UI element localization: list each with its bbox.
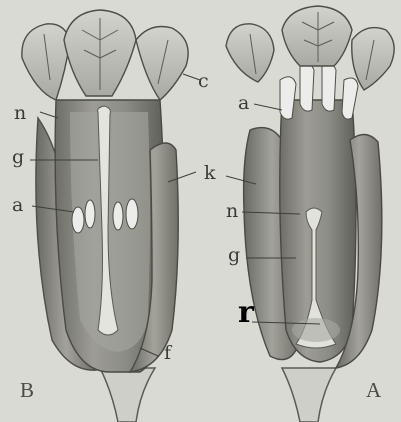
label-a-g: g bbox=[228, 246, 240, 265]
label-b-a: a bbox=[12, 196, 23, 215]
label-b-f: f bbox=[164, 344, 171, 363]
panel-label-b: B bbox=[20, 380, 34, 401]
label-b-c: c bbox=[198, 72, 209, 91]
flower-a-stem bbox=[282, 368, 336, 422]
flower-b-stem bbox=[100, 368, 155, 422]
panel-label-a: A bbox=[366, 380, 381, 401]
flower-a bbox=[168, 6, 394, 422]
label-a-r: r bbox=[238, 298, 254, 328]
flower-b bbox=[22, 10, 200, 422]
label-a-a: a bbox=[238, 94, 249, 113]
label-b-g: g bbox=[12, 148, 24, 167]
label-b-n: n bbox=[14, 104, 26, 123]
label-a-n: n bbox=[226, 202, 238, 221]
label-k: k bbox=[204, 164, 216, 183]
